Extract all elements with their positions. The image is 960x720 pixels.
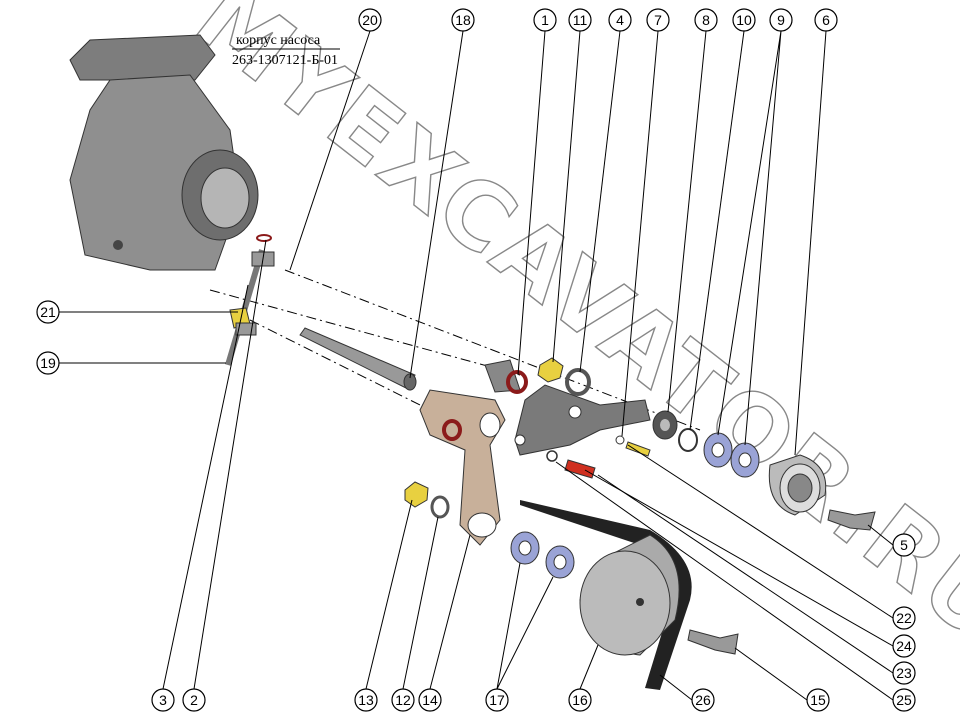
bearings-lower bbox=[510, 531, 575, 579]
callout-17: 17 bbox=[485, 688, 509, 712]
callout-5: 5 bbox=[892, 533, 916, 557]
callout-14: 14 bbox=[418, 688, 442, 712]
callout-9: 9 bbox=[769, 8, 793, 32]
svg-text:20: 20 bbox=[362, 12, 378, 28]
shaft bbox=[299, 327, 417, 391]
callout-8: 8 bbox=[694, 8, 718, 32]
svg-text:10: 10 bbox=[736, 12, 752, 28]
svg-text:15: 15 bbox=[810, 692, 826, 708]
callout-10: 10 bbox=[732, 8, 756, 32]
svg-text:6: 6 bbox=[822, 12, 830, 28]
svg-text:13: 13 bbox=[358, 692, 374, 708]
callout-20: 20 bbox=[358, 8, 382, 32]
svg-text:5: 5 bbox=[900, 537, 908, 553]
pulley-parts-upper bbox=[546, 410, 827, 516]
bolt bbox=[827, 509, 876, 531]
svg-text:9: 9 bbox=[777, 12, 785, 28]
svg-text:17: 17 bbox=[489, 692, 505, 708]
callout-11: 11 bbox=[568, 8, 592, 32]
callout-12: 12 bbox=[391, 688, 415, 712]
callout-21: 21 bbox=[36, 300, 60, 324]
callout-2: 2 bbox=[182, 688, 206, 712]
axis-line bbox=[284, 269, 701, 431]
svg-text:25: 25 bbox=[896, 692, 912, 708]
callout-16: 16 bbox=[568, 688, 592, 712]
callout-7: 7 bbox=[646, 8, 670, 32]
svg-text:12: 12 bbox=[395, 692, 411, 708]
svg-text:3: 3 bbox=[159, 692, 167, 708]
leader-lines bbox=[59, 30, 894, 701]
callout-18: 18 bbox=[451, 8, 475, 32]
bolt bbox=[687, 629, 739, 655]
svg-text:14: 14 bbox=[422, 692, 438, 708]
nut bbox=[404, 481, 429, 508]
pump-housing bbox=[69, 34, 259, 271]
callout-22: 22 bbox=[892, 606, 916, 630]
svg-text:7: 7 bbox=[654, 12, 662, 28]
callout-23: 23 bbox=[892, 661, 916, 685]
bracket bbox=[484, 357, 651, 456]
svg-text:18: 18 bbox=[455, 12, 471, 28]
svg-text:1: 1 bbox=[541, 12, 549, 28]
callout-26: 26 bbox=[691, 688, 715, 712]
svg-text:8: 8 bbox=[702, 12, 710, 28]
pulley-and-belt bbox=[520, 500, 692, 690]
callout-6: 6 bbox=[814, 8, 838, 32]
callout-15: 15 bbox=[806, 688, 830, 712]
svg-text:16: 16 bbox=[572, 692, 588, 708]
callout-25: 25 bbox=[892, 688, 916, 712]
callout-1: 1 bbox=[533, 8, 557, 32]
callout-19: 19 bbox=[36, 351, 60, 375]
svg-text:11: 11 bbox=[573, 12, 588, 28]
svg-text:24: 24 bbox=[896, 638, 912, 654]
rod-assembly bbox=[225, 234, 275, 366]
housing-part-number: 263-1307121-Б-01 bbox=[232, 53, 338, 68]
svg-text:21: 21 bbox=[40, 304, 56, 320]
housing-name-label: корпус насоса bbox=[236, 33, 321, 48]
callout-13: 13 bbox=[354, 688, 378, 712]
axis-line bbox=[209, 289, 521, 376]
axis-line bbox=[249, 319, 431, 411]
callout-24: 24 bbox=[892, 634, 916, 658]
svg-text:4: 4 bbox=[616, 12, 624, 28]
washer bbox=[430, 495, 450, 519]
tension-arm bbox=[419, 389, 506, 546]
callout-4: 4 bbox=[608, 8, 632, 32]
callout-3: 3 bbox=[151, 688, 175, 712]
svg-text:19: 19 bbox=[40, 355, 56, 371]
svg-text:22: 22 bbox=[896, 610, 912, 626]
svg-text:2: 2 bbox=[190, 692, 198, 708]
svg-text:26: 26 bbox=[695, 692, 711, 708]
svg-text:23: 23 bbox=[896, 665, 912, 681]
